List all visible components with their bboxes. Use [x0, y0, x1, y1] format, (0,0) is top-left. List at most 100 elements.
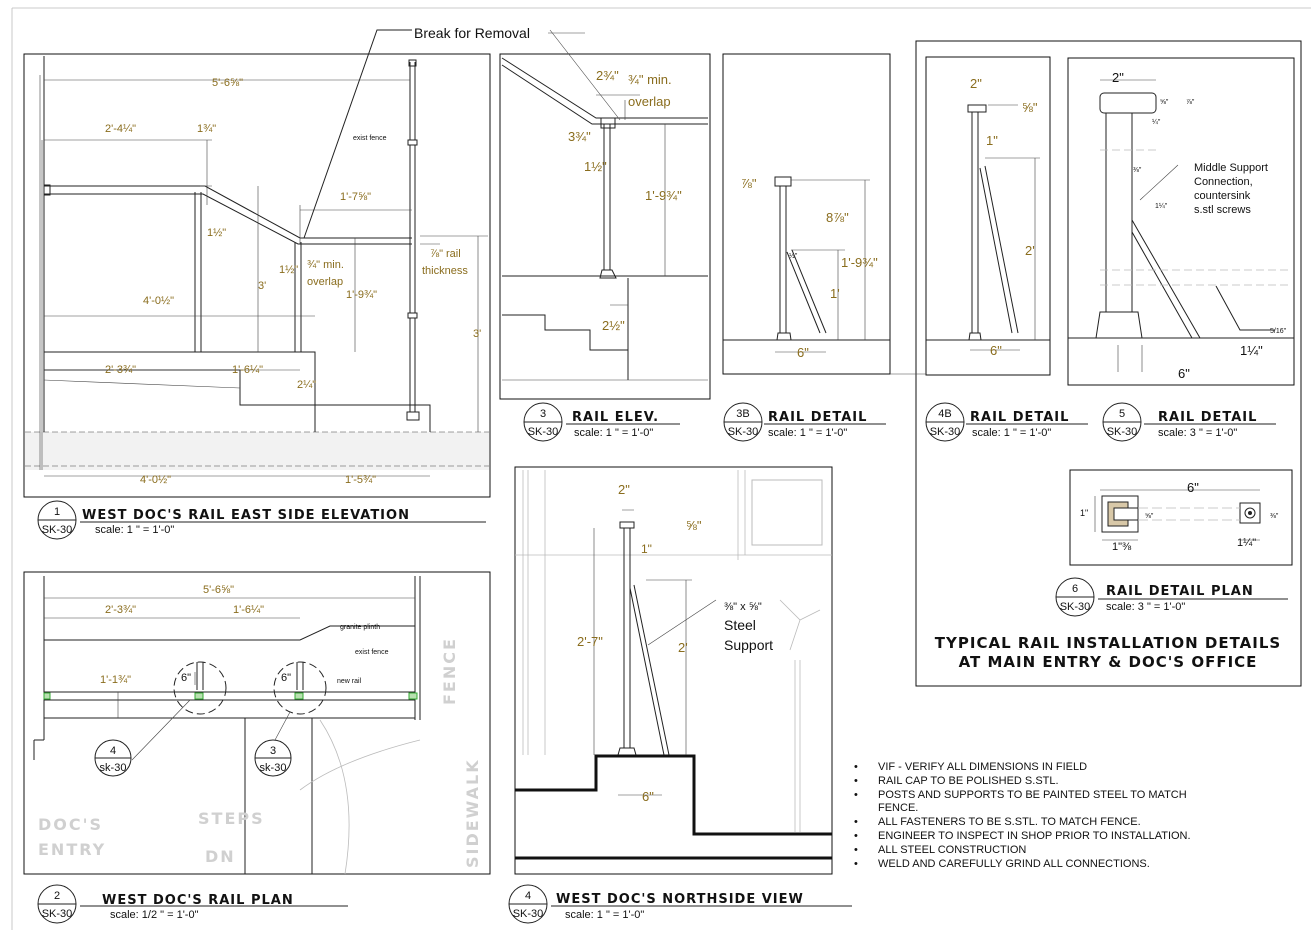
view-4b-dimensions: 2" ⅝" 1" 2' 6": [970, 76, 1038, 358]
dim-text: ⅞": [741, 176, 757, 191]
dim-text: Steel: [724, 617, 756, 633]
ref-bubble-3: 3 sk-30: [254, 739, 292, 777]
dim-text: 2½": [602, 318, 625, 333]
dim-text: 6": [1178, 366, 1190, 381]
view-6-dimensions: 6" 1" 1"⅜ 1¼" ⅝" ⅜": [1080, 480, 1279, 553]
typical-details-frame: [915, 40, 1302, 687]
dim-text: 3¾": [568, 129, 591, 144]
view-2-rail-plan: [23, 571, 491, 875]
dim-text: 4'-0½": [140, 474, 171, 486]
note-bullet: •: [854, 816, 858, 828]
bubble-3b-num: 3B: [736, 408, 749, 420]
view-2-frame: [23, 571, 491, 875]
note-bullet: •: [854, 761, 858, 773]
view-3-title: RAIL ELEV.: [572, 410, 659, 425]
dim-text: ¾" min.: [628, 72, 672, 87]
dim-text: Support: [724, 637, 773, 653]
dim-text: 1'-5¾": [345, 474, 376, 486]
view-6-rail-plan: [1069, 469, 1293, 566]
dim-text: 1'-1¾": [100, 674, 131, 686]
dim-text: 1'-7⅝": [340, 191, 371, 203]
dim-text: 5/16": [1270, 328, 1287, 335]
general-note: ENGINEER TO INSPECT IN SHOP PRIOR TO INS…: [878, 830, 1191, 842]
typical-heading-line-1: TYPICAL RAIL INSTALLATION DETAILS: [935, 634, 1281, 652]
view-4-frame: [514, 466, 833, 875]
bubble-4-sheet: SK-30: [513, 908, 544, 920]
bubble-4-num: 4: [525, 890, 531, 902]
dim-text: 4'-0½": [143, 295, 174, 307]
view-2-dimensions: 5'-6⅝" 2'-3¾" 1'-6¼" 1'-1¾" 6" 6": [100, 584, 291, 686]
note-bullet: •: [854, 789, 858, 801]
granite-plinth-label: granite plinth: [340, 624, 380, 631]
dim-text: 1'-6¼": [232, 364, 263, 376]
view-5-scale: scale: 3 " = 1'-0": [1158, 427, 1237, 439]
dim-text: 5'-6⅝": [203, 584, 234, 596]
view-3-scale: scale: 1 " = 1'-0": [574, 427, 653, 439]
view-5-rail-detail: [1067, 57, 1295, 386]
dim-text: ¾" min.: [307, 259, 344, 271]
bubble-4: 4 SK-30 WEST DOC'S NORTHSIDE VIEW scale:…: [508, 884, 852, 924]
dim-text: overlap: [628, 94, 671, 109]
bubble-4b-num: 4B: [938, 408, 951, 420]
dim-text: 6": [281, 672, 291, 684]
dim-text: ⅜" x ⅝": [724, 601, 762, 613]
dim-text: 1'-6¼": [233, 604, 264, 616]
exist-fence-label-2: exist fence: [355, 649, 389, 656]
dim-text: 2'-7": [577, 634, 603, 649]
dim-text: overlap: [307, 276, 343, 288]
sidewalk-label: SIDEWALK: [463, 758, 482, 868]
dim-text: 2¾": [596, 68, 619, 83]
general-note: WELD AND CAREFULLY GRIND ALL CONNECTIONS…: [878, 858, 1150, 870]
dim-text: ⅝": [1145, 513, 1154, 520]
dim-text: 2": [970, 76, 982, 91]
dim-text: ⅜": [1270, 513, 1279, 520]
entry-label: ENTRY: [38, 840, 106, 859]
bubble-3b: 3B SK-30 RAIL DETAIL scale: 1 " = 1'-0": [723, 402, 886, 442]
exist-fence-label: exist fence: [353, 135, 387, 142]
dim-text: 1'-9¾": [346, 289, 377, 301]
middle-support-note: Middle Support Connection, countersink s…: [1194, 162, 1268, 216]
fence-label: FENCE: [440, 637, 459, 705]
view-3b-dimensions: ⅞" 8⅞" 1'-9¾" 1' 6" ½": [741, 176, 878, 360]
general-notes: • VIF - VERIFY ALL DIMENSIONS IN FIELD •…: [854, 761, 1191, 870]
note-line: Connection,: [1194, 176, 1253, 188]
dim-text: 2': [1025, 243, 1035, 258]
dim-text: 1¼": [1240, 343, 1263, 358]
dn-label: DN: [205, 847, 236, 866]
dim-text: thickness: [422, 265, 468, 277]
sheet-border: [11, 7, 1311, 930]
dim-text: 2'-4¼": [105, 123, 136, 135]
dim-text: 5'-6⅝": [212, 77, 243, 89]
bubble-3: 3 SK-30 RAIL ELEV. scale: 1 " = 1'-0": [523, 402, 680, 442]
view-3-rail-elev: [499, 29, 711, 400]
view-5-dimensions: 2" ⅝" ⅞" ¼" ⅜" 1¼" 1¼" 6" 5/16": [1112, 70, 1287, 381]
view-6-frame: [1069, 469, 1293, 566]
dim-text: 2¼": [297, 379, 316, 391]
view-4b-frame: [925, 56, 1051, 376]
dim-text: 1½": [207, 227, 226, 239]
dim-text: ⅝": [1022, 100, 1038, 115]
note-line: Middle Support: [1194, 162, 1268, 174]
bubble-4b: 4B SK-30 RAIL DETAIL scale: 1 " = 1'-0": [925, 402, 1088, 442]
note-bullet: •: [854, 858, 858, 870]
dim-text: 6": [990, 343, 1002, 358]
dim-text: rail: [446, 248, 461, 260]
general-note: FENCE.: [878, 802, 918, 814]
dim-text: ⅞": [430, 248, 443, 260]
bubble-6-num: 6: [1072, 583, 1078, 595]
dim-text: 1¾": [197, 123, 216, 135]
dim-text: 3': [258, 280, 266, 292]
bubble-6: 6 SK-30 RAIL DETAIL PLAN scale: 3 " = 1'…: [1055, 577, 1288, 617]
dim-text: ⅜": [1133, 167, 1142, 174]
dim-text: ⅞": [1186, 99, 1195, 106]
bubble-1-num: 1: [54, 506, 60, 518]
view-4b-title: RAIL DETAIL: [970, 410, 1069, 425]
view-3b-rail-detail: [722, 53, 891, 375]
view-1-east-elevation: [23, 29, 491, 498]
dim-text: ½": [789, 252, 798, 260]
view-6-title: RAIL DETAIL PLAN: [1106, 584, 1254, 599]
dim-text: ⅝": [1160, 99, 1169, 106]
note-line: s.stl screws: [1194, 204, 1251, 216]
bubble-6-sheet: SK-30: [1060, 601, 1091, 613]
